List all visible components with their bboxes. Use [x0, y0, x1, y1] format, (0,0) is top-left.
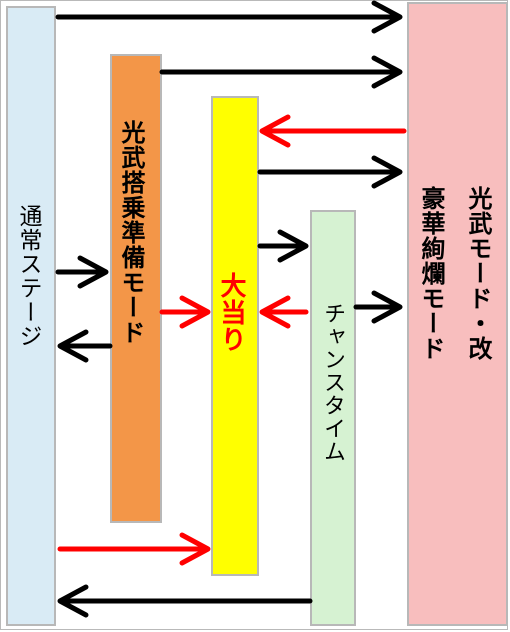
- jackpot-box: [211, 96, 259, 576]
- arrow-chance-to-jackpot: [259, 295, 309, 329]
- arrow-upgrade-to-jackpot: [259, 114, 407, 148]
- chance-time-label: チャンスタイム: [320, 302, 345, 463]
- arrow-normal-to-jackpot: [57, 532, 211, 566]
- arrow-normal-to-upgrade-top: [55, 0, 403, 34]
- gorgeous-mode-label: 豪華絢爛モード: [417, 186, 445, 361]
- boarding-ready-mode-box: [110, 54, 162, 523]
- arrow-jackpot-to-chance: [257, 229, 309, 263]
- arrow-ready-to-jackpot: [159, 295, 211, 329]
- jackpot-label: 大当り: [216, 272, 246, 353]
- normal-stage-label: 通常ステージ: [15, 204, 41, 348]
- arrow-ready-to-normal: [57, 329, 113, 363]
- arrow-normal-to-ready: [55, 255, 109, 289]
- boarding-ready-mode-label: 光武搭乗準備モード: [117, 120, 145, 345]
- arrow-chance-to-upgrade: [353, 290, 403, 324]
- arrow-jackpot-to-upgrade: [257, 155, 403, 189]
- arrow-ready-to-upgrade: [159, 55, 403, 89]
- kobu-mode-kai-label: 光武モード・改: [464, 186, 492, 361]
- chance-time-box: [310, 210, 356, 626]
- normal-stage-box: [6, 6, 56, 626]
- kobu-upgrade-mode-box: [407, 2, 508, 626]
- arrow-chance-to-normal: [57, 584, 313, 618]
